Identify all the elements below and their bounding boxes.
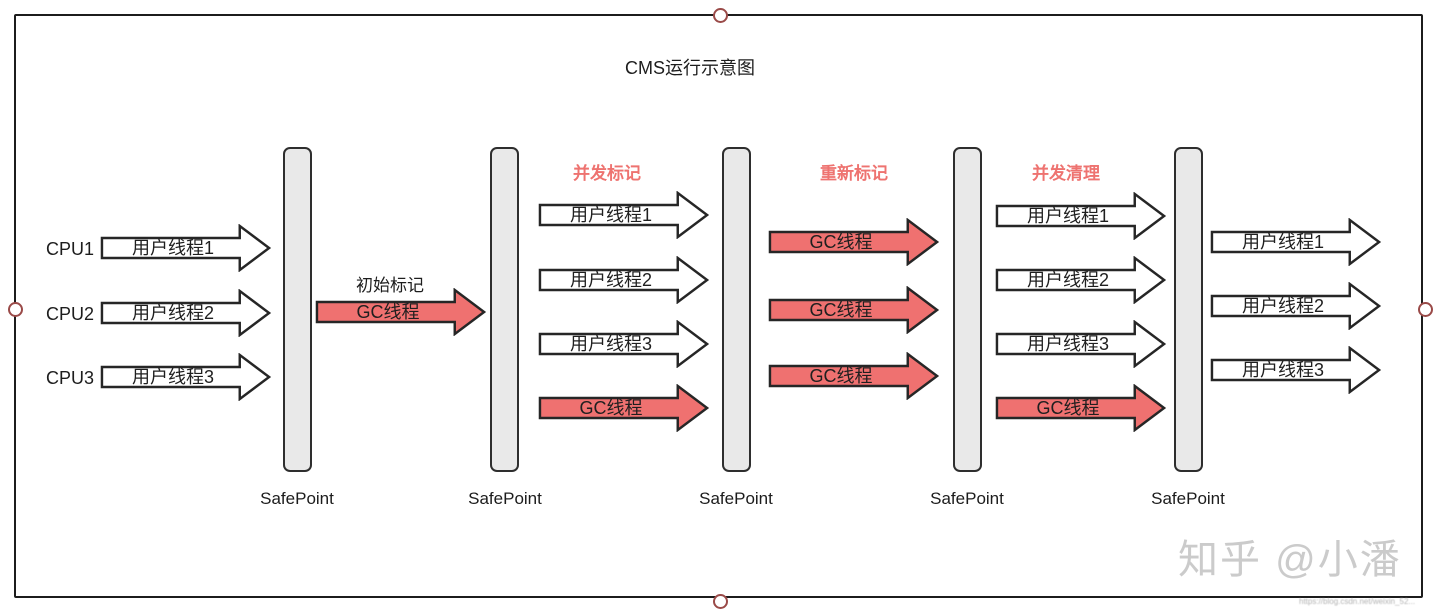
user-thread-arrow: 用户线程1 [1210, 218, 1382, 266]
arrow-label: 用户线程2 [131, 303, 214, 323]
resize-handle-bottom [713, 594, 728, 609]
arrow-label: 用户线程3 [1241, 360, 1324, 380]
resize-handle-right [1418, 302, 1433, 317]
arrow-label: GC线程 [809, 232, 873, 252]
safepoint-label: SafePoint [1151, 489, 1225, 508]
safepoint-label: SafePoint [260, 489, 334, 508]
user-thread-arrow: 用户线程2 [100, 289, 272, 337]
safepoint-label: SafePoint [468, 489, 542, 508]
user-thread-arrow: 用户线程1 [100, 224, 272, 272]
arrow-label: GC线程 [1036, 398, 1100, 418]
arrow-label: 用户线程3 [1026, 334, 1109, 354]
safepoint-bar-2 [490, 147, 519, 472]
arrow-label: 用户线程2 [569, 270, 652, 290]
arrow-label: GC线程 [809, 366, 873, 386]
cpu-label-3: CPU3 [46, 368, 95, 388]
user-thread-arrow: 用户线程2 [538, 256, 710, 304]
safepoint-label: SafePoint [930, 489, 1004, 508]
user-thread-arrow: 用户线程1 [995, 192, 1167, 240]
arrow-label: 用户线程1 [1241, 232, 1324, 252]
user-thread-arrow: 用户线程2 [995, 256, 1167, 304]
cpu-label-1: CPU1 [46, 239, 95, 259]
resize-handle-top [713, 8, 728, 23]
phase-label-remark: 重新标记 [820, 164, 888, 183]
user-thread-arrow: 用户线程3 [538, 320, 710, 368]
zhihu-watermark: 知乎 @小潘 [1178, 538, 1402, 582]
csdn-url-watermark: https://blog.csdn.net/weixin_52... [1299, 597, 1416, 606]
arrow-label: 用户线程1 [1026, 206, 1109, 226]
gc-thread-arrow: GC线程 [538, 384, 710, 432]
diagram-title: CMS运行示意图 [625, 58, 755, 78]
user-thread-arrow: 用户线程3 [100, 353, 272, 401]
phase-label-initial-mark: 初始标记 [356, 276, 424, 295]
user-thread-arrow: 用户线程2 [1210, 282, 1382, 330]
gc-thread-arrow: GC线程 [995, 384, 1167, 432]
gc-thread-arrow: GC线程 [768, 218, 940, 266]
arrow-label: 用户线程1 [569, 205, 652, 225]
user-thread-arrow: 用户线程3 [1210, 346, 1382, 394]
safepoint-bar-5 [1174, 147, 1203, 472]
user-thread-arrow: 用户线程1 [538, 191, 710, 239]
gc-thread-arrow: GC线程 [315, 288, 487, 336]
safepoint-label: SafePoint [699, 489, 773, 508]
gc-thread-arrow: GC线程 [768, 352, 940, 400]
safepoint-bar-1 [283, 147, 312, 472]
arrow-label: 用户线程1 [131, 238, 214, 258]
phase-label-concurrent-mark: 并发标记 [573, 164, 641, 183]
arrow-label: GC线程 [579, 398, 643, 418]
arrow-label: 用户线程2 [1026, 270, 1109, 290]
arrow-label: 用户线程3 [131, 367, 214, 387]
arrow-label: GC线程 [809, 300, 873, 320]
user-thread-arrow: 用户线程3 [995, 320, 1167, 368]
arrow-label: 用户线程2 [1241, 296, 1324, 316]
arrow-label: 用户线程3 [569, 334, 652, 354]
safepoint-bar-3 [722, 147, 751, 472]
phase-label-concurrent-sweep: 并发清理 [1032, 164, 1100, 183]
safepoint-bar-4 [953, 147, 982, 472]
cpu-label-2: CPU2 [46, 304, 95, 324]
arrow-label: GC线程 [356, 302, 420, 322]
resize-handle-left [8, 302, 23, 317]
gc-thread-arrow: GC线程 [768, 286, 940, 334]
